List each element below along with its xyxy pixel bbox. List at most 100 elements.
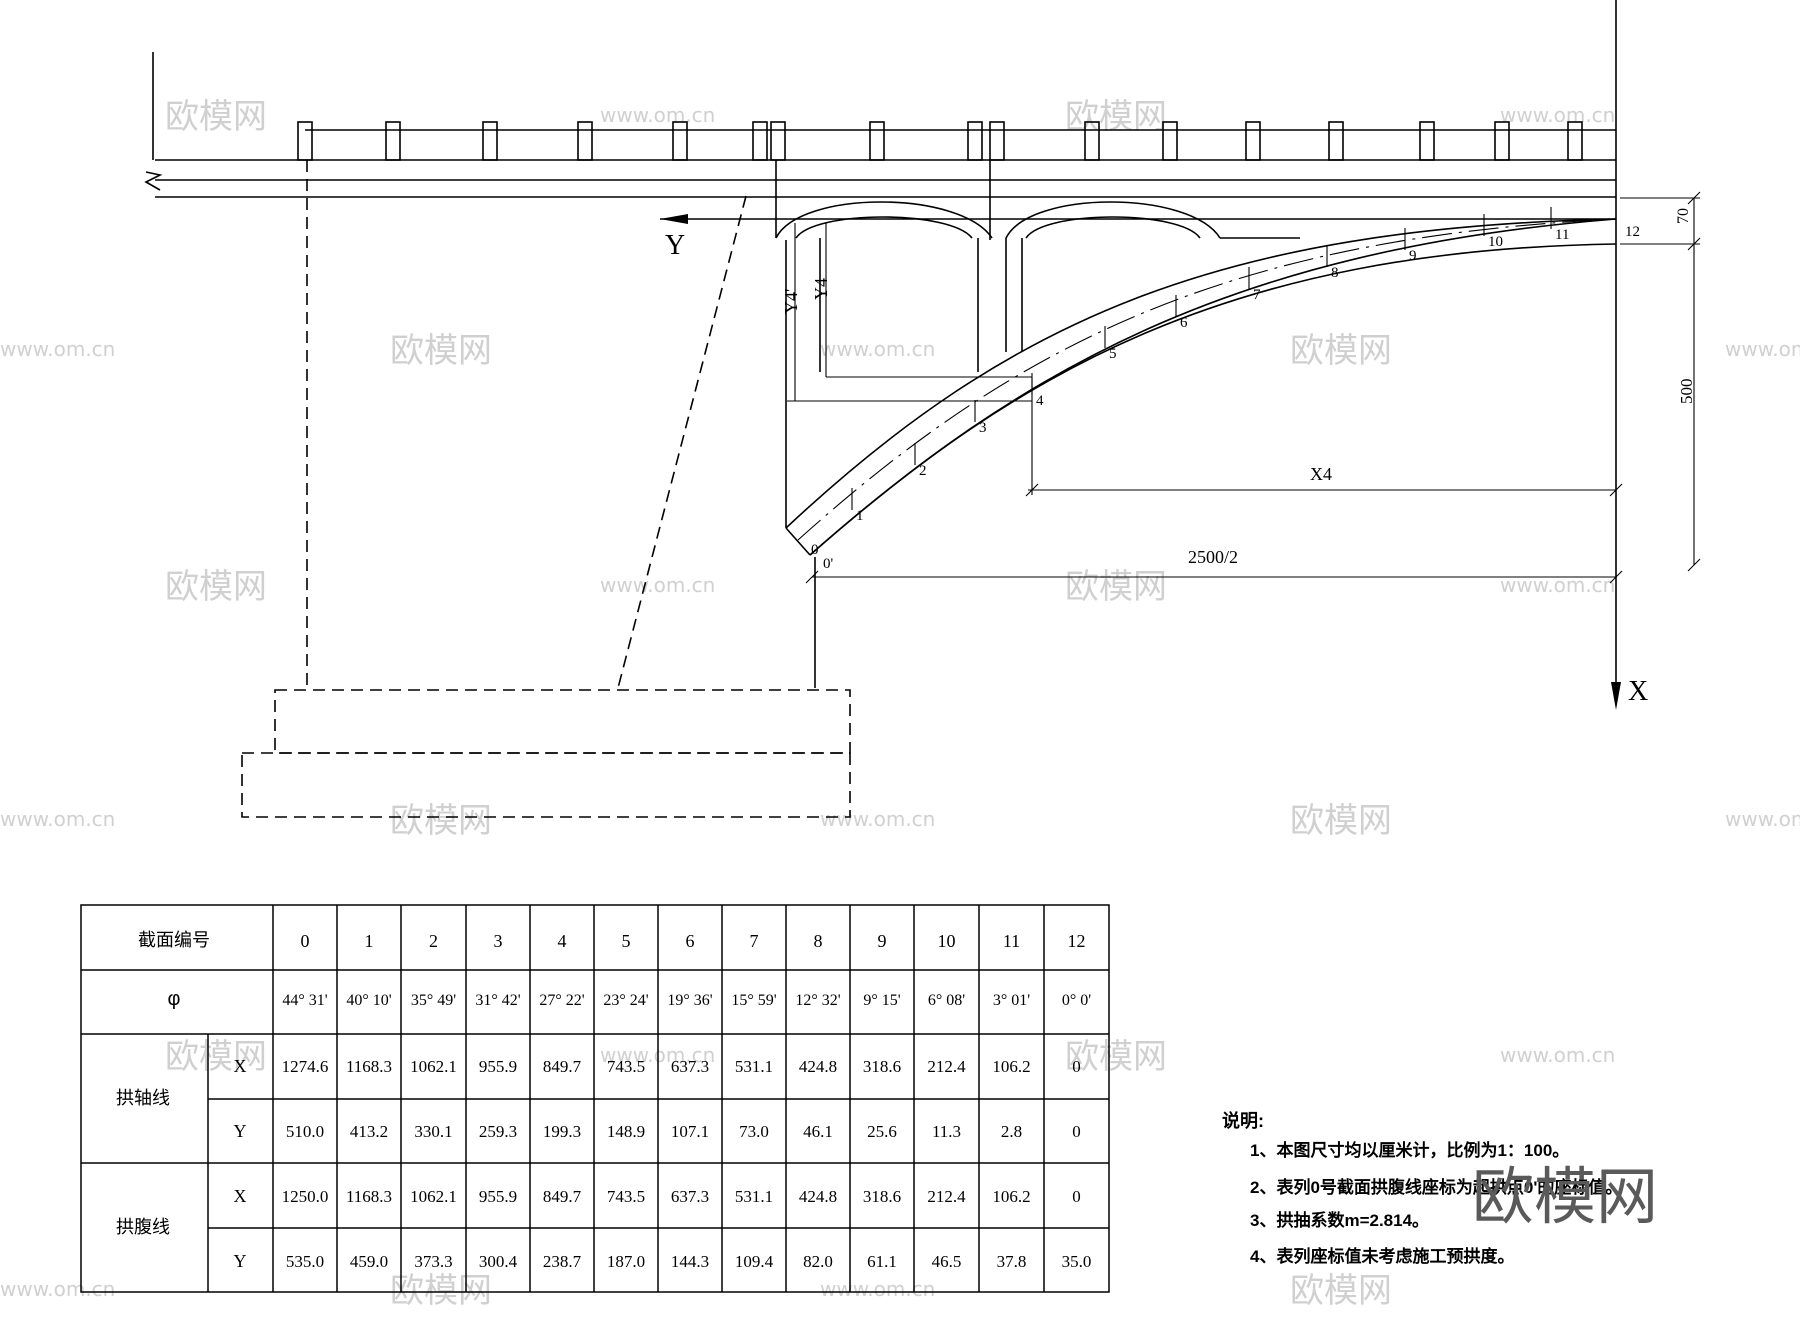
x-axis: X [1611,160,1648,710]
table-intrados-y-cell: 535.0 [286,1252,324,1271]
table-header-label: 截面编号 [138,930,210,950]
y4p-label: Y4' [781,289,801,314]
table-section-cell: 6 [686,931,695,951]
table-intrados-y-cell: 187.0 [607,1252,645,1271]
table-axis-y-cell: 107.1 [671,1122,709,1141]
note-item: 2、表列0号截面拱腹线座标为起拱点0'的座标值。 [1250,1177,1622,1197]
section-label: 2 [919,463,927,479]
watermark-url: www.om.cn [1725,807,1800,831]
table-intrados-x-cell: 318.6 [863,1187,901,1206]
table-intrados-x-cell: 637.3 [671,1187,709,1206]
table-axis-x-cell: 212.4 [927,1057,966,1076]
table-phi-cell: 40° 10' [346,992,391,1009]
x-axis-arrow-icon [1611,682,1621,710]
table-intrados-x-cell: 1168.3 [346,1187,392,1206]
watermark-url: www.om.cn [600,103,715,127]
watermark-url: www.om.cn [1500,103,1615,127]
dim-tick [1025,483,1039,497]
top-dim-label: 70 [1675,208,1692,224]
watermark-url: www.om.cn [820,337,935,361]
table-axis-y-cell: 199.3 [543,1122,581,1141]
footing-upper [274,689,851,754]
axis-y-row-label: Y [234,1121,247,1141]
table-axis-x-cell: 0 [1072,1057,1081,1076]
railing-post [1419,121,1435,161]
table-intrados-y-cell: 144.3 [671,1252,709,1271]
watermark-url: www.om.cn [820,1277,935,1301]
table-axis-x-cell: 955.9 [479,1057,517,1076]
y-axis: Y [660,214,1616,261]
watermark-logo: 欧模网 [165,567,267,607]
table-axis-y-cell: 330.1 [414,1122,452,1141]
table-axis-x-cell: 1274.6 [282,1057,329,1076]
y4-dimension: Y4 Y4' [781,223,1032,402]
table-axis-x-cell: 849.7 [543,1057,582,1076]
dim-tick [1609,570,1623,584]
y-axis-label: Y [665,230,685,261]
railing-posts [297,121,1583,161]
watermark-url: www.om.cn [0,1277,115,1301]
section-label: 9 [1409,248,1417,264]
table-intrados-y-cell: 238.7 [543,1252,582,1271]
table-axis-y-cell: 259.3 [479,1122,517,1141]
railing-post [770,121,786,161]
table-section-cell: 2 [429,931,438,951]
section-label: 6 [1180,315,1188,331]
table-axis-y-cell: 2.8 [1001,1122,1022,1141]
foundation [241,160,851,818]
span-dimension: 2500/2 [805,547,1623,584]
table-intrados-x-cell: 212.4 [927,1187,966,1206]
watermark-url: www.om.cn [1725,337,1800,361]
railing-post [967,121,983,161]
table-phi-cell: 44° 31' [282,992,327,1009]
dim-tick [1609,483,1623,497]
spandrel-arch-2-inner [1025,216,1201,239]
table-intrados-x-cell: 1250.0 [282,1187,329,1206]
origin: 0 0' [811,542,834,688]
watermark-logo: 欧模网 [1290,1271,1392,1311]
rise-dimension: 70 500 [1620,191,1701,572]
table-intrados-x-cell: 1062.1 [410,1187,457,1206]
watermark-logo: 欧模网 [390,1271,492,1311]
table-intrados-y-cell: 300.4 [479,1252,518,1271]
section-label: 11 [1555,227,1569,243]
arch-springing-line [785,527,811,556]
railing-post [1162,121,1178,161]
section-label: 7 [1253,287,1261,303]
break-symbol [144,171,163,191]
table-phi-cell: 31° 42' [475,992,520,1009]
table-intrados-x-cell: 106.2 [992,1187,1030,1206]
rise-label: 500 [1677,379,1696,405]
railing-post [869,121,885,161]
table-axis-x-cell: 106.2 [992,1057,1030,1076]
table-axis-x-cell: 637.3 [671,1057,709,1076]
axis-x-row-label: X [234,1056,247,1076]
table-axis-y-cell: 25.6 [867,1122,897,1141]
note-item: 1、本图尺寸均以厘米计，比例为1：100。 [1250,1140,1569,1160]
table-intrados-y-cell: 373.3 [414,1252,452,1271]
table-axis-y-cell: 73.0 [739,1122,769,1141]
table-intrados-x-cell: 424.8 [799,1187,837,1206]
arch-extrados [809,218,1617,556]
intrados-y-row-label: Y [234,1251,247,1271]
footing-lower [241,752,851,818]
table-section-cell: 7 [750,931,759,951]
table-phi-cell: 9° 15' [863,992,900,1009]
origin-0p-label: 0' [823,556,834,572]
table-phi-cell: 15° 59' [731,992,776,1009]
railing-post [672,121,688,161]
table-axis-x-cell: 424.8 [799,1057,837,1076]
table-axis-x-cell: 1062.1 [410,1057,457,1076]
table-axis-y-cell: 0 [1072,1122,1081,1141]
section-label: 1 [856,508,864,524]
spandrel-arch-2-outer [1005,201,1221,239]
section-label: 12 [1625,224,1640,240]
intrados-x-row-label: X [234,1186,247,1206]
table-phi-cell: 23° 24' [603,992,648,1009]
arch-axis-line [797,218,1617,541]
watermark-logo: 欧模网 [1290,331,1392,371]
table-intrados-x-cell: 955.9 [479,1187,517,1206]
